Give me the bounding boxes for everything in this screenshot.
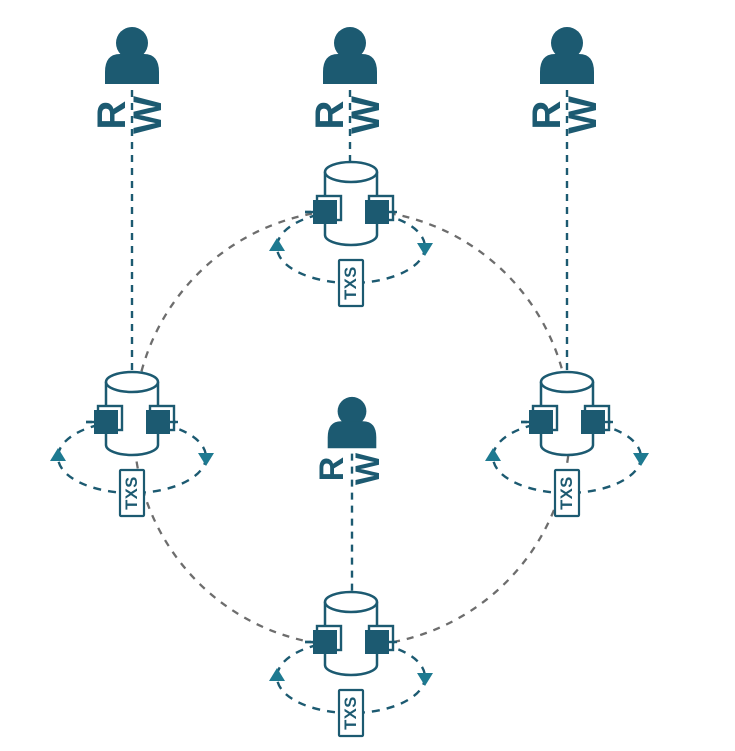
replica-square-front: [146, 410, 170, 434]
arrow-up-icon: [50, 448, 66, 461]
node-left: TXS: [50, 370, 214, 518]
database-cylinder-icon: [539, 370, 595, 457]
replica-square-icon: [581, 404, 611, 434]
cylinder-body-stroke: [539, 382, 595, 457]
txs-badge: TXS: [337, 258, 365, 308]
replica-square-icon: [365, 624, 395, 654]
write-label: W: [349, 452, 387, 485]
user-top-center: RW: [308, 27, 388, 161]
user-shoulders: [323, 54, 377, 84]
database-cylinder-icon: [323, 590, 379, 677]
txs-label: TXS: [558, 476, 576, 510]
replica-square-icon: [94, 404, 124, 434]
user-head: [116, 27, 148, 59]
read-label: R: [313, 457, 351, 482]
user-icon: [327, 396, 377, 449]
replica-square-icon: [146, 404, 176, 434]
user-head: [551, 27, 583, 59]
user-middle: RW: [313, 396, 387, 591]
read-label: R: [525, 100, 569, 129]
replica-square-icon: [313, 624, 343, 654]
txs-label: TXS: [342, 696, 360, 730]
write-label: W: [561, 96, 605, 134]
write-label: W: [344, 96, 388, 134]
arrow-down-icon: [417, 243, 433, 256]
user-top-right: RW: [525, 27, 605, 371]
cylinder-lid: [323, 160, 379, 184]
user-shoulders: [540, 54, 594, 84]
txs-badge: TXS: [118, 468, 146, 518]
txs-badge-box: [118, 468, 146, 518]
user-shoulders: [327, 421, 377, 449]
cylinder-body-fill: [541, 382, 593, 455]
user-icon: [540, 27, 594, 84]
txs-badge-box: [337, 258, 365, 308]
user-top-left: RW: [90, 27, 170, 371]
txs-badge: TXS: [553, 468, 581, 518]
replica-square-front: [313, 200, 337, 224]
cylinder-body-fill: [325, 602, 377, 675]
replica-square-front: [313, 630, 337, 654]
cylinder-body-fill: [106, 382, 158, 455]
user-icon: [323, 27, 377, 84]
arrow-down-icon: [417, 673, 433, 686]
cylinder-body-stroke: [104, 382, 160, 457]
cylinder-body-stroke: [323, 172, 379, 247]
node-bottom: TXS: [269, 590, 433, 738]
txs-badge-box: [553, 468, 581, 518]
user-shoulders: [105, 54, 159, 84]
txs-badge-box: [337, 688, 365, 738]
cylinder-lid: [323, 590, 379, 614]
cylinder-body-fill: [325, 172, 377, 245]
arrow-up-icon: [269, 668, 285, 681]
txs-label: TXS: [123, 476, 141, 510]
replica-square-icon: [365, 194, 395, 224]
txs-badge: TXS: [337, 688, 365, 738]
replica-square-icon: [529, 404, 559, 434]
arrow-down-icon: [198, 453, 214, 466]
database-cylinder-icon: [104, 370, 160, 457]
replica-square-front: [365, 200, 389, 224]
replica-square-front: [94, 410, 118, 434]
node-right: TXS: [485, 370, 649, 518]
cylinder-lid: [104, 370, 160, 394]
arrow-up-icon: [485, 448, 501, 461]
arrow-up-icon: [269, 238, 285, 251]
txs-label: TXS: [342, 266, 360, 300]
arrow-down-icon: [633, 453, 649, 466]
replica-square-front: [365, 630, 389, 654]
replica-square-front: [529, 410, 553, 434]
cylinder-body-stroke: [323, 602, 379, 677]
replica-square-icon: [313, 194, 343, 224]
user-head: [337, 396, 367, 426]
write-label: W: [126, 96, 170, 134]
read-label: R: [308, 100, 352, 129]
user-icon: [105, 27, 159, 84]
database-cylinder-icon: [323, 160, 379, 247]
replica-square-front: [581, 410, 605, 434]
cylinder-lid: [539, 370, 595, 394]
read-label: R: [90, 100, 134, 129]
node-top: TXS: [269, 160, 433, 308]
user-head: [334, 27, 366, 59]
